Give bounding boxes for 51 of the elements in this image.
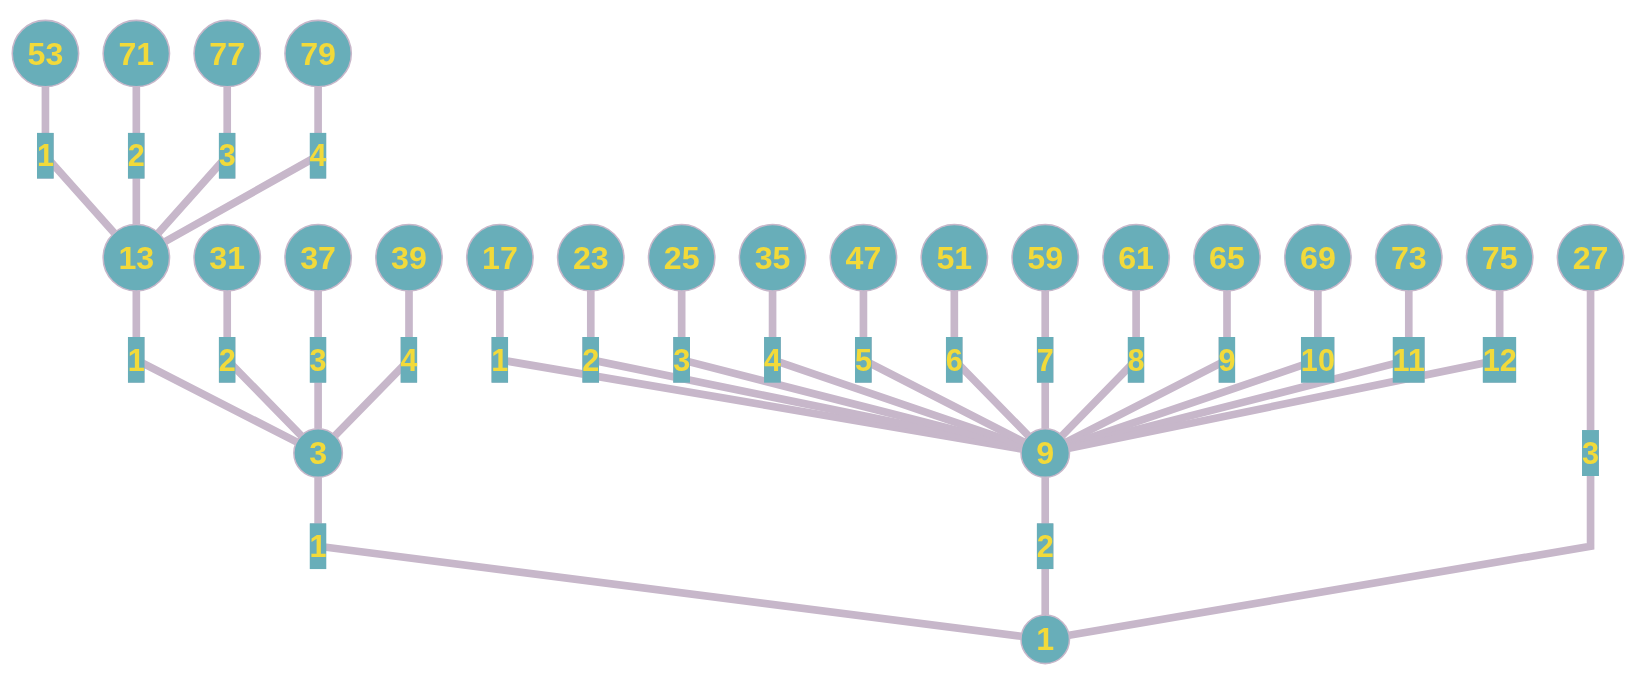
- edge-label: 12: [1482, 343, 1517, 377]
- connector: [496, 290, 1022, 453]
- node-circle: 51: [920, 223, 989, 292]
- node-circle: 75: [1465, 223, 1534, 292]
- edge-label: 7: [1036, 343, 1054, 377]
- edge-label: 2: [127, 138, 145, 173]
- edge-label: 2: [582, 343, 600, 377]
- node-circle: 9: [1020, 428, 1071, 479]
- edge-label: 1: [36, 138, 54, 173]
- edge-label: 1: [127, 343, 145, 377]
- edge-label: 4: [400, 343, 418, 377]
- node-circle: 73: [1374, 223, 1443, 292]
- edge-label: 10: [1300, 343, 1335, 377]
- node-circle: 53: [11, 19, 80, 88]
- edge-label: 5: [854, 343, 872, 377]
- node-circle: 77: [193, 19, 262, 88]
- edge-label: 2: [218, 343, 236, 377]
- node-circle: 31: [193, 223, 262, 292]
- node-circle: 3: [293, 428, 344, 479]
- edge-label: 4: [764, 343, 782, 377]
- node-circle: 65: [1193, 223, 1261, 292]
- node-circle: 71: [102, 19, 171, 88]
- node-circle: 61: [1102, 223, 1171, 292]
- node-circle: 25: [647, 223, 716, 292]
- connector: [314, 477, 1022, 641]
- edge-label: 1: [309, 529, 327, 564]
- node-circle: 27: [1556, 223, 1625, 292]
- connector: [1068, 290, 1595, 640]
- edge-label: 8: [1127, 343, 1145, 377]
- edge-label: 3: [1582, 436, 1600, 470]
- node-circle: 47: [829, 223, 898, 292]
- edge-label: 1: [491, 343, 509, 377]
- edge-label: 9: [1218, 343, 1236, 377]
- node-circle: 69: [1283, 223, 1352, 292]
- node-circle: 79: [284, 19, 353, 88]
- node-circle: 13: [102, 223, 171, 292]
- edge-label: 3: [218, 138, 236, 173]
- edge-label: 2: [1036, 529, 1054, 564]
- node-circle: 23: [556, 223, 625, 292]
- edge-label: 3: [673, 343, 691, 377]
- edge-label: 6: [945, 343, 963, 377]
- connector: [163, 86, 322, 245]
- node-circle: 59: [1011, 223, 1080, 292]
- node-circle: 1: [1020, 614, 1071, 665]
- node-circle: 35: [738, 223, 807, 292]
- node-circle: 39: [375, 223, 443, 292]
- connector: [132, 290, 299, 446]
- node-circle: 17: [465, 223, 534, 292]
- edge-label: 3: [309, 343, 327, 377]
- node-circle: 37: [284, 223, 353, 292]
- edge-label: 11: [1392, 343, 1425, 377]
